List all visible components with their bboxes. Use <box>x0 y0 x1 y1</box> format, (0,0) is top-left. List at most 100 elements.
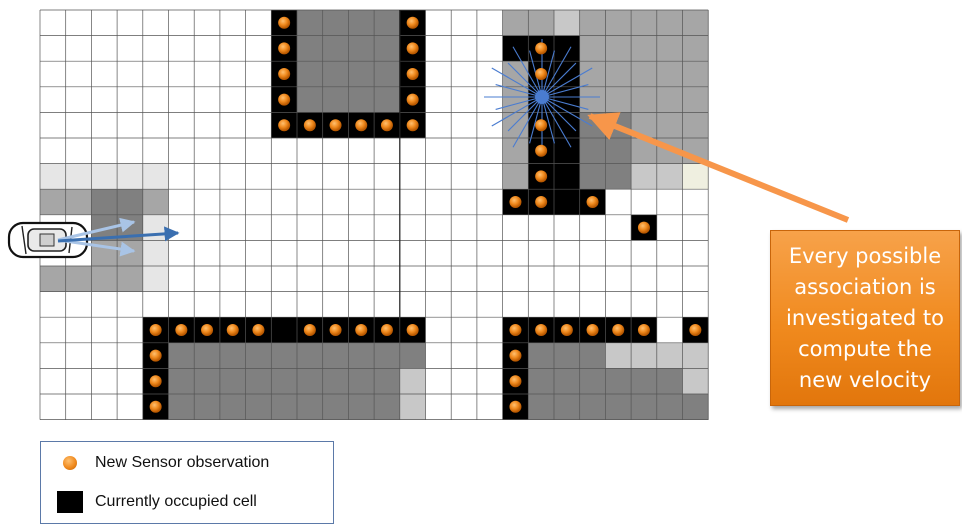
grid-cell <box>297 10 323 36</box>
callout-line: new velocity <box>799 368 931 392</box>
grid-cell <box>605 36 631 62</box>
grid-cell <box>297 292 323 318</box>
grid-cell <box>66 138 92 164</box>
grid-cell <box>271 240 297 266</box>
grid-cell <box>91 138 117 164</box>
grid-cell <box>348 266 374 292</box>
grid-cell <box>580 292 606 318</box>
grid-cell <box>683 36 709 62</box>
grid-cell <box>323 10 349 36</box>
grid-cell <box>528 240 554 266</box>
grid-cell <box>477 240 503 266</box>
grid-cell <box>554 240 580 266</box>
grid-cell <box>169 112 195 138</box>
sensor-observation <box>535 196 547 208</box>
grid-cell <box>143 36 169 62</box>
grid-cell <box>657 292 683 318</box>
grid-cell <box>605 292 631 318</box>
sensor-observation <box>535 68 547 80</box>
grid-cell <box>426 343 452 369</box>
sensor-observation <box>175 324 187 336</box>
grid-cell <box>169 215 195 241</box>
grid-cell <box>451 266 477 292</box>
grid-cell <box>683 215 709 241</box>
grid-cell <box>426 368 452 394</box>
grid-cell <box>451 10 477 36</box>
grid-cell <box>323 343 349 369</box>
grid-cell <box>271 266 297 292</box>
grid-cell <box>246 343 272 369</box>
grid-cell <box>194 215 220 241</box>
sensor-observation <box>381 119 393 131</box>
sensor-observation <box>407 324 419 336</box>
grid-cell <box>40 36 66 62</box>
sensor-observation <box>407 119 419 131</box>
grid-cell <box>246 368 272 394</box>
grid-cell <box>91 189 117 215</box>
grid-cell <box>66 266 92 292</box>
grid-cell <box>374 61 400 87</box>
grid-cell <box>528 10 554 36</box>
grid-cell <box>323 215 349 241</box>
grid-cell <box>117 138 143 164</box>
grid-cell <box>91 292 117 318</box>
grid-cell <box>297 87 323 113</box>
grid-cell <box>40 292 66 318</box>
grid-cell <box>683 164 709 190</box>
grid-cell <box>271 215 297 241</box>
grid-cell <box>374 215 400 241</box>
sensor-observation <box>227 324 239 336</box>
grid-cell <box>400 215 426 241</box>
grid-cell <box>554 61 580 87</box>
sensor-observation <box>535 119 547 131</box>
callout-line: Every possible <box>789 244 941 268</box>
grid-cell <box>657 36 683 62</box>
sensor-observation <box>509 350 521 362</box>
grid-cell <box>605 394 631 420</box>
legend-label: New Sensor observation <box>95 454 269 472</box>
grid-cell <box>477 368 503 394</box>
grid-cell <box>400 266 426 292</box>
grid-cell <box>169 292 195 318</box>
grid-cell <box>605 10 631 36</box>
grid-cell <box>194 87 220 113</box>
grid-cell <box>66 394 92 420</box>
grid-cell <box>605 240 631 266</box>
grid-cell <box>400 240 426 266</box>
sensor-observation <box>150 375 162 387</box>
grid-cell <box>117 112 143 138</box>
sensor-observation <box>150 401 162 413</box>
grid-cell <box>477 112 503 138</box>
grid-cell <box>657 317 683 343</box>
sensor-observation <box>252 324 264 336</box>
sensor-observation <box>689 324 701 336</box>
grid-cell <box>297 343 323 369</box>
grid-cell <box>66 343 92 369</box>
grid-cell <box>554 368 580 394</box>
grid-cell <box>683 10 709 36</box>
grid-cell <box>374 343 400 369</box>
grid-cell <box>657 112 683 138</box>
grid-cell <box>297 394 323 420</box>
grid-cell <box>91 87 117 113</box>
grid-cell <box>169 10 195 36</box>
grid-cell <box>297 368 323 394</box>
grid-cell <box>323 189 349 215</box>
grid-cell <box>348 164 374 190</box>
grid-cell <box>40 10 66 36</box>
grid-cell <box>66 36 92 62</box>
grid-cell <box>194 112 220 138</box>
grid-cell <box>143 10 169 36</box>
sensor-observation <box>355 119 367 131</box>
grid-cell <box>66 317 92 343</box>
grid-cell <box>580 87 606 113</box>
grid-cell <box>246 10 272 36</box>
grid-cell <box>554 189 580 215</box>
sensor-observation <box>278 68 290 80</box>
grid-cell <box>503 292 529 318</box>
grid-cell <box>91 368 117 394</box>
grid-cell <box>40 61 66 87</box>
grid-cell <box>605 164 631 190</box>
grid-cell <box>91 61 117 87</box>
grid-cell <box>451 164 477 190</box>
